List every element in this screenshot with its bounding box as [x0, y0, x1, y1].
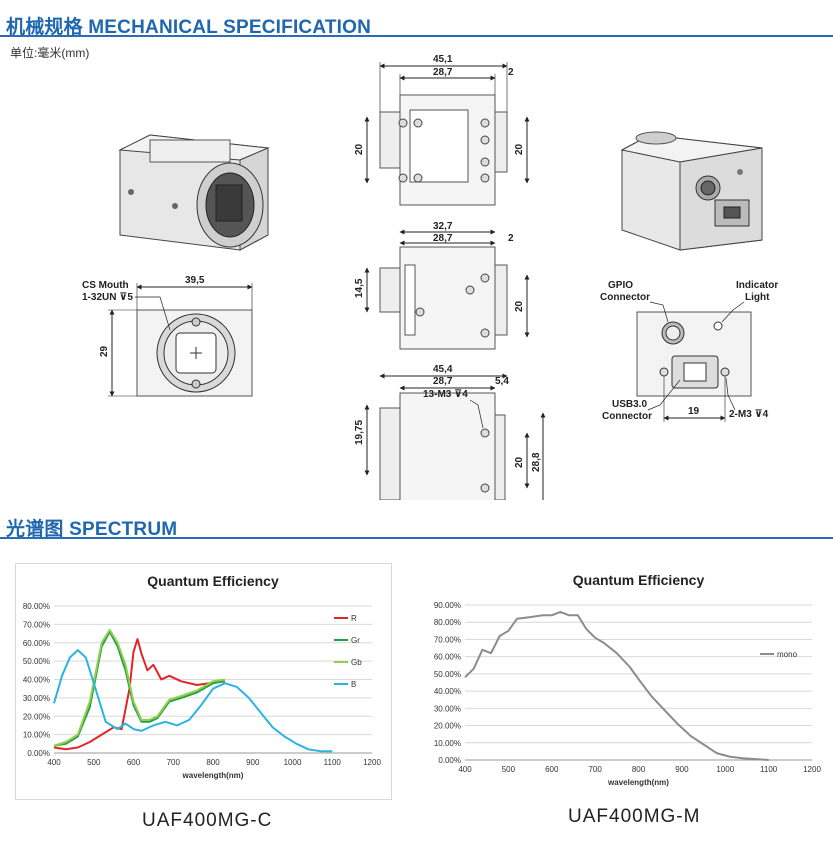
side-left-height-dim: 14,5 — [354, 278, 365, 298]
side-view-drawing — [364, 229, 530, 350]
bottom-view-drawing — [364, 373, 546, 500]
rear-view-drawing — [636, 301, 752, 422]
x-tick-label: 1200 — [363, 758, 381, 767]
y-tick-label: 0.00% — [438, 756, 461, 765]
spectrum-section-rule — [0, 537, 833, 539]
bottom-overall-dim: 45,4 — [433, 364, 453, 375]
y-tick-label: 70.00% — [23, 620, 50, 629]
bottom-body-dim: 28,7 — [433, 376, 453, 387]
series-line-Gb — [53, 628, 226, 747]
y-tick-label: 30.00% — [23, 694, 50, 703]
side-offset-dim: 2 — [508, 233, 514, 244]
camera-iso-front-illustration — [118, 134, 270, 251]
y-tick-label: 50.00% — [434, 670, 461, 679]
chart-title: Quantum Efficiency — [147, 573, 279, 589]
cs-mouth-label: CS Mouth — [82, 280, 129, 291]
y-tick-label: 0.00% — [27, 749, 50, 758]
y-tick-label: 70.00% — [434, 635, 461, 644]
top-overall-dim: 45,1 — [433, 54, 453, 65]
y-tick-label: 10.00% — [23, 731, 50, 740]
legend-label-mono: mono — [777, 650, 798, 659]
legend-label-R: R — [351, 614, 357, 623]
series-line-B — [53, 649, 333, 753]
y-tick-label: 50.00% — [23, 657, 50, 666]
top-view-drawing — [364, 62, 530, 206]
caption-mono-model: UAF400MG-M — [568, 806, 701, 827]
x-tick-label: 500 — [502, 765, 516, 774]
y-tick-label: 90.00% — [434, 601, 461, 610]
top-offset-dim: 2 — [508, 67, 514, 78]
side-overall-dim: 32,7 — [433, 221, 453, 232]
x-axis-label: wavelength(nm) — [182, 771, 244, 780]
x-tick-label: 500 — [87, 758, 101, 767]
y-tick-label: 60.00% — [23, 639, 50, 648]
y-tick-label: 20.00% — [434, 722, 461, 731]
x-tick-label: 400 — [458, 765, 472, 774]
gpio-label-2: Connector — [600, 292, 650, 303]
legend-label-B: B — [351, 680, 356, 689]
x-tick-label: 900 — [246, 758, 260, 767]
qe-chart-color: Quantum Efficiency 0.00% 10.00% 20.00% 30.00… — [15, 563, 392, 800]
series-line-Gr — [53, 630, 226, 747]
front-width-dim: 39,5 — [185, 275, 205, 286]
unit-note: 单位:毫米(mm) — [10, 46, 90, 60]
x-axis-label: wavelength(nm) — [607, 778, 669, 787]
mechanical-section-rule — [0, 35, 833, 37]
series-line-R — [53, 638, 222, 751]
y-tick-label: 40.00% — [434, 687, 461, 696]
x-tick-label: 1200 — [803, 765, 821, 774]
qe-chart-mono: Quantum Efficiency 0.00% 10.00% 20.00% 30.00… — [420, 563, 825, 798]
y-tick-label: 80.00% — [434, 618, 461, 627]
bottom-right-height-dim-b: 28,8 — [531, 452, 542, 472]
usb-label-1: USB3.0 — [612, 399, 647, 410]
side-right-height-dim: 20 — [514, 300, 525, 312]
usb-label-2: Connector — [602, 411, 652, 422]
y-tick-label: 60.00% — [434, 653, 461, 662]
x-tick-label: 400 — [47, 758, 61, 767]
legend-label-Gb: Gb — [351, 658, 362, 667]
top-body-dim: 28,7 — [433, 67, 453, 78]
indicator-label-1: Indicator — [736, 280, 778, 291]
top-right-height-dim: 20 — [514, 143, 525, 155]
top-left-height-dim: 20 — [354, 143, 365, 155]
bottom-left-height-dim: 19,75 — [354, 420, 365, 445]
x-tick-label: 900 — [675, 765, 689, 774]
camera-iso-rear-illustration — [620, 131, 763, 251]
gpio-label-1: GPIO — [608, 280, 633, 291]
bottom-hole-label: 13-M3 ⊽4 — [423, 389, 468, 400]
mechanical-section-title: 机械规格 MECHANICAL SPECIFICATION — [6, 17, 372, 38]
y-tick-label: 80.00% — [23, 602, 50, 611]
x-tick-label: 700 — [167, 758, 181, 767]
y-tick-label: 30.00% — [434, 704, 461, 713]
x-tick-label: 600 — [127, 758, 141, 767]
rear-hole-label: 2-M3 ⊽4 — [729, 409, 769, 420]
legend-label-Gr: Gr — [351, 636, 360, 645]
spectrum-section-title: 光谱图 SPECTRUM — [6, 519, 178, 540]
caption-color-model: UAF400MG-C — [142, 810, 273, 831]
side-body-dim: 28,7 — [433, 233, 453, 244]
x-tick-label: 1100 — [324, 758, 342, 767]
indicator-label-2: Light — [745, 292, 770, 303]
front-height-dim: 29 — [99, 345, 110, 357]
rear-spacing-dim: 19 — [688, 406, 700, 417]
x-tick-label: 1000 — [284, 758, 302, 767]
x-tick-label: 1000 — [716, 765, 734, 774]
y-tick-label: 40.00% — [23, 676, 50, 685]
x-tick-label: 800 — [206, 758, 220, 767]
front-view-drawing — [108, 283, 253, 397]
thread-label: 1-32UN ⊽5 — [82, 292, 133, 303]
chart-title: Quantum Efficiency — [573, 572, 705, 588]
mechanical-drawings: 39,5 29 CS Mouth 1-32UN ⊽5 45,1 28,7 2 2… — [82, 54, 778, 500]
x-tick-label: 700 — [588, 765, 602, 774]
y-tick-label: 10.00% — [434, 739, 461, 748]
y-tick-label: 20.00% — [23, 712, 50, 721]
bottom-right-height-dim-a: 20 — [514, 456, 525, 468]
bottom-offset-dim: 5,4 — [495, 376, 509, 387]
x-tick-label: 1100 — [760, 765, 778, 774]
series-line-mono — [464, 610, 769, 761]
x-tick-label: 600 — [545, 765, 559, 774]
x-tick-label: 800 — [632, 765, 646, 774]
